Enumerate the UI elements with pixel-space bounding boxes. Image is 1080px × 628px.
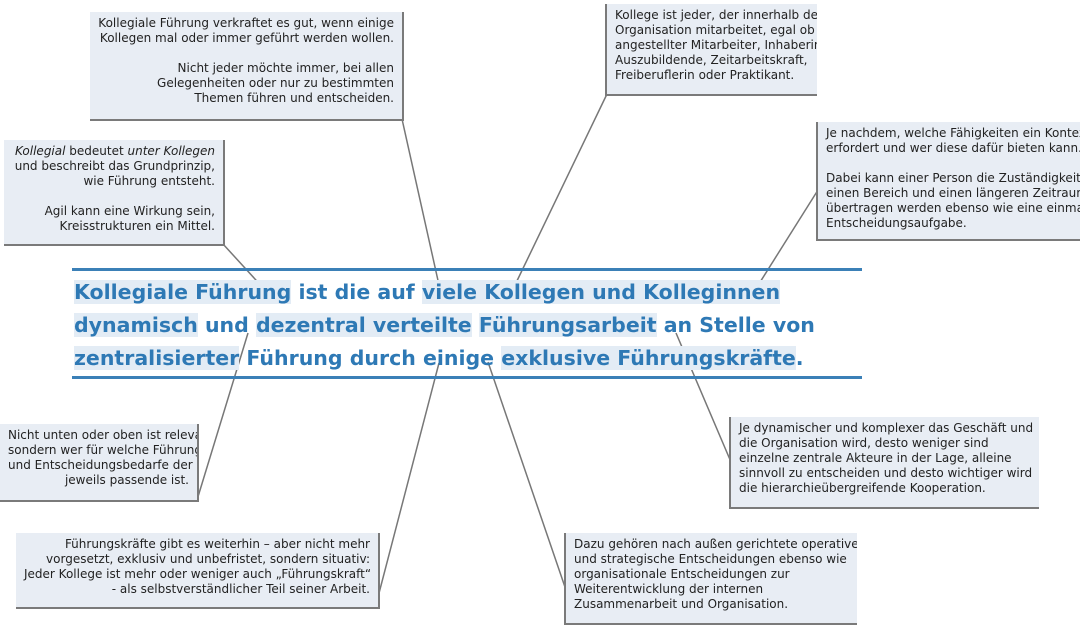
headline-keyword: Führungsarbeit	[478, 313, 657, 337]
headline-keyword: dezentral verteilte	[255, 313, 472, 337]
connector-dezentral	[196, 332, 249, 501]
note-text: Agil kann eine Wirkung sein, Kreisstrukt…	[44, 204, 215, 233]
headline-keyword: Kollegiale Führung	[74, 280, 292, 304]
note-text: Kollegiale Führung verkraftet es gut, we…	[98, 16, 394, 45]
note-text: Führungskräfte gibt es weiterhin – aber …	[24, 537, 372, 596]
note-kollegiale-fuehrung: Kollegiale Führung verkraftet es gut, we…	[90, 12, 404, 121]
note-text: Nicht unten oder oben ist relevant, sond…	[8, 428, 197, 487]
headline-keyword: exklusive Führungskräfte	[501, 346, 796, 370]
headline-text: und	[197, 313, 256, 337]
emphasis-kollegial: Kollegial	[14, 144, 66, 158]
connector-fuehrungsarbeit	[487, 361, 567, 591]
headline-keyword: viele Kollegen und Kolleginnen	[421, 280, 781, 304]
note-text: Dabei kann einer Person die Zuständigkei…	[826, 171, 1080, 230]
headline-keyword: zentralisierter	[74, 346, 240, 370]
note-kollegial: Kollegial bedeutet unter Kollegen und be…	[4, 140, 225, 246]
note-text: Kollege ist jeder, der innerhalb der Org…	[615, 8, 817, 82]
note-text: Je dynamischer und komplexer das Geschäf…	[739, 421, 1034, 495]
connector-dynamisch	[756, 189, 819, 288]
headline-text: .	[795, 346, 804, 370]
note-text-part: und beschreibt das Grundprinzip, wie Füh…	[14, 159, 215, 188]
headline-text	[472, 313, 479, 337]
connector-fuehrungskraefte	[377, 362, 440, 598]
headline-bottom-rule	[72, 376, 862, 379]
connector-kollege	[514, 93, 608, 286]
headline-text: Führung durch einige	[239, 346, 502, 370]
note-dynamisch: Je nachdem, welche Fähigkeiten ein Konte…	[816, 122, 1080, 241]
note-kollege: Kollege ist jeder, der innerhalb der Org…	[605, 4, 817, 96]
note-text: Dazu gehören nach außen gerichtete opera…	[574, 537, 857, 611]
note-fuehrungskraefte: Führungskräfte gibt es weiterhin – aber …	[16, 533, 380, 609]
note-fuehrungsarbeit: Dazu gehören nach außen gerichtete opera…	[564, 533, 857, 625]
emphasis-unter-kollegen: unter Kollegen	[127, 144, 216, 158]
note-text: Nicht jeder möchte immer, bei allen Gele…	[157, 61, 394, 105]
headline-top-rule	[72, 268, 862, 271]
note-zentralisiert: Je dynamischer und komplexer das Geschäf…	[729, 417, 1039, 509]
central-statement: Kollegiale Führung ist die auf viele Kol…	[74, 276, 874, 375]
note-text-part: bedeutet	[65, 144, 128, 158]
note-dezentral: Nicht unten oder oben ist relevant, sond…	[0, 424, 199, 502]
headline-text: an Stelle von	[656, 313, 815, 337]
note-text: Kollegial bedeutet unter Kollegen und be…	[12, 144, 215, 189]
note-text: Je nachdem, welche Fähigkeiten ein Konte…	[826, 126, 1080, 155]
headline-keyword: dynamisch	[74, 313, 198, 337]
headline-text: ist die auf	[291, 280, 422, 304]
connector-kollegiale-fuehrung	[401, 118, 440, 286]
